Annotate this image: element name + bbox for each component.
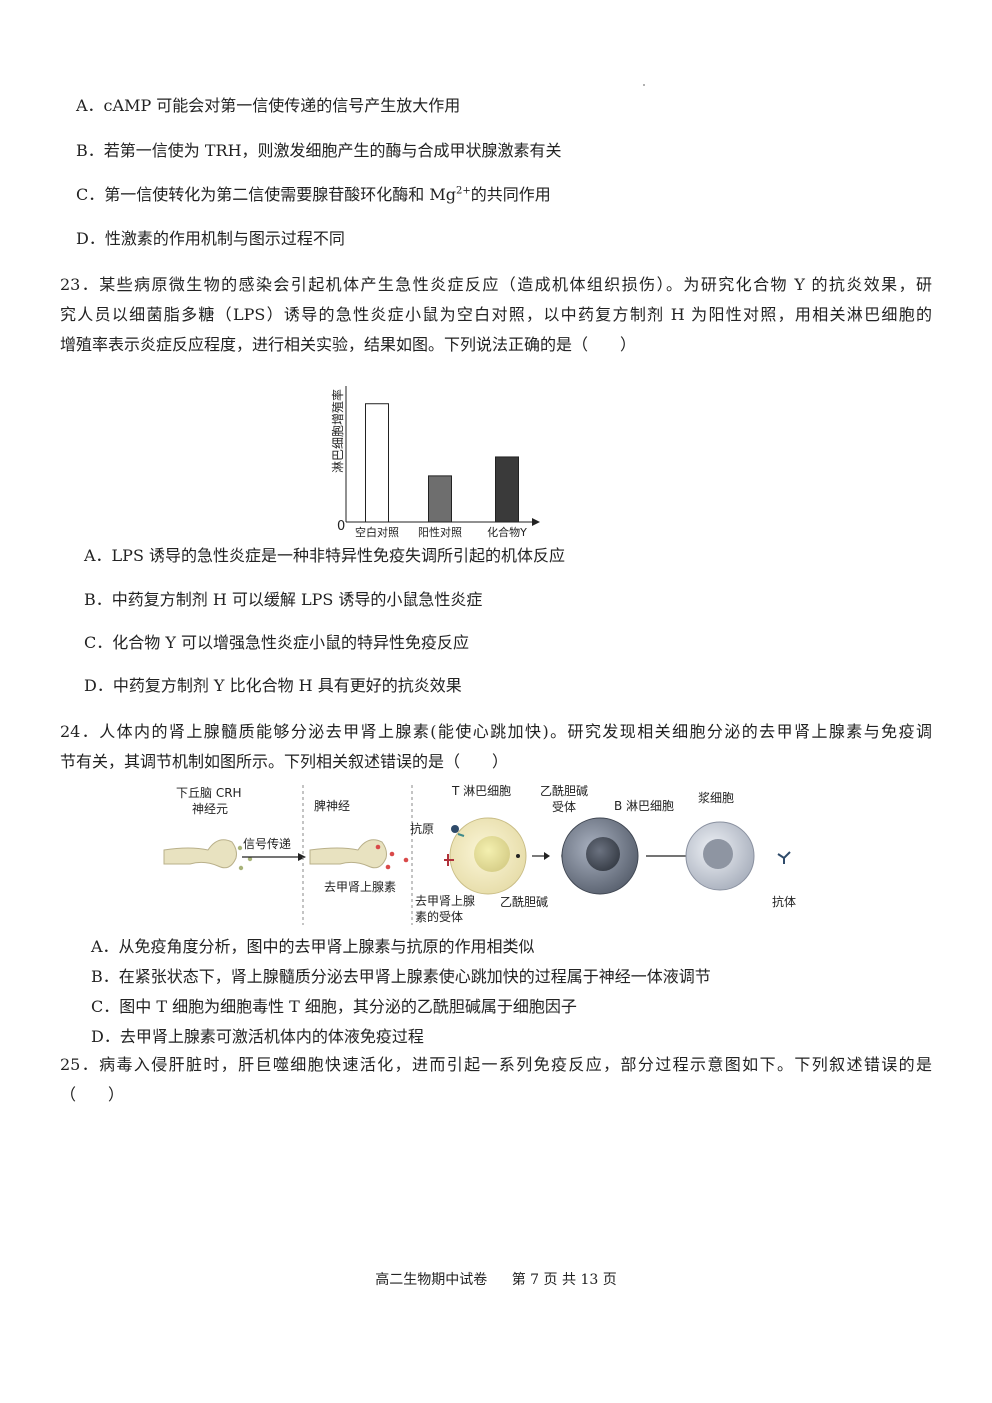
q22-option-d: D．性激素的作用机制与图示过程不同 <box>76 229 345 248</box>
q22-option-c-text-end: 的共同作用 <box>470 185 551 204</box>
page-number: 第 7 页 共 13 页 <box>511 1272 617 1288</box>
ach-receptor-label-2: 受体 <box>552 800 576 814</box>
acetylcholine-label: 乙酰胆碱 <box>500 895 548 909</box>
crh-neuron-axon <box>163 839 237 869</box>
exam-title: 高二生物期中试卷 <box>375 1272 488 1288</box>
crh-neuron-label-1: 下丘脑 CRH <box>176 786 242 800</box>
x-axis-arrow <box>532 518 540 526</box>
x-tick-label: 空白对照 <box>355 525 399 539</box>
b-cell-nucleus <box>586 837 620 871</box>
vesicle <box>238 865 244 871</box>
q23-stem-line2: 究人员以细菌脂多糖（LPS）诱导的急性炎症小鼠为空白对照，以中药复方制剂 H 为… <box>60 305 932 324</box>
chart-y-label: 淋巴细胞增殖率 <box>330 389 345 473</box>
ne-receptor-label-1: 去甲肾上腺 <box>415 894 475 908</box>
chart-origin-label: 0 <box>337 519 345 534</box>
vesicle <box>237 845 243 851</box>
q24-stem-line1: 24．人体内的肾上腺髓质能够分泌去甲肾上腺素(能使心跳加快)。研究发现相关细胞分… <box>60 722 932 741</box>
spleen-nerve-axon <box>309 839 387 869</box>
q24-option-a: A．从免疫角度分析，图中的去甲肾上腺素与抗原的作用相类似 <box>91 937 535 956</box>
b-cell-label: B 淋巴细胞 <box>614 799 674 813</box>
norepinephrine-molecule <box>403 857 409 863</box>
antigen-icon <box>451 825 459 833</box>
crh-neuron-label-2: 神经元 <box>192 802 228 816</box>
x-tick-label: 阳性对照 <box>418 525 462 539</box>
bar-3 <box>495 456 519 523</box>
q24-stem-line2: 节有关，其调节机制如图所示。下列相关叙述错误的是（ ） <box>60 752 509 771</box>
q22-option-c-superscript: 2+ <box>455 185 471 197</box>
q23-option-b: B．中药复方制剂 H 可以缓解 LPS 诱导的小鼠急性炎症 <box>84 590 483 609</box>
ach-receptor-label-1: 乙酰胆碱 <box>540 784 588 798</box>
q24-option-b: B．在紧张状态下，肾上腺髓质分泌去甲肾上腺素使心跳加快的过程属于神经一体液调节 <box>91 967 711 986</box>
immune-regulation-diagram: 下丘脑 CRH 神经元 信号传递 脾神经 去甲肾上腺素 T 淋巴细胞 抗原 去甲… <box>163 784 796 925</box>
q23-stem-line1: 23．某些病原微生物的感染会引起机体产生急性炎症反应（造成机体组织损伤）。为研究… <box>60 275 932 294</box>
q25-stem-line1: 25．病毒入侵肝脏时，肝巨噬细胞快速活化，进而引起一系列免疫反应，部分过程示意图… <box>60 1055 932 1074</box>
norepinephrine-molecule <box>389 851 395 857</box>
antibody-icon <box>777 851 791 864</box>
bar-2 <box>428 475 452 523</box>
norepinephrine-molecule <box>385 864 391 870</box>
q22-option-c-text: C．第一信使转化为第二信使需要腺苷酸环化酶和 Mg <box>76 185 456 204</box>
norepinephrine-label: 去甲肾上腺素 <box>324 880 396 894</box>
q23-option-c: C．化合物 Y 可以增强急性炎症小鼠的特异性免疫反应 <box>84 633 469 652</box>
q22-option-b: B．若第一信使为 TRH，则激发细胞产生的酶与合成甲状腺激素有关 <box>76 141 562 160</box>
plasma-cell-label: 浆细胞 <box>698 790 734 805</box>
arrow-head <box>298 853 306 861</box>
signal-transmission-label: 信号传递 <box>243 836 291 851</box>
spleen-nerve-label: 脾神经 <box>314 798 350 813</box>
vesicle <box>247 856 253 862</box>
t-cell-nucleus <box>474 836 510 872</box>
q24-option-d: D．去甲肾上腺素可激活机体内的体液免疫过程 <box>91 1027 424 1046</box>
arrow-head <box>544 852 550 860</box>
plasma-cell-nucleus <box>703 839 733 869</box>
q25-stem-line2: （ ） <box>60 1085 125 1104</box>
q23-stem-line3: 增殖率表示炎症反应程度，进行相关实验，结果如图。下列说法正确的是（ ） <box>60 335 637 354</box>
t-cell-label: T 淋巴细胞 <box>451 784 511 798</box>
q22-option-a: A．cAMP 可能会对第一信使传递的信号产生放大作用 <box>76 96 461 115</box>
antigen-label: 抗原 <box>410 821 434 836</box>
page-footer: 高二生物期中试卷 第 7 页 共 13 页 <box>0 1269 992 1289</box>
q24-option-c: C．图中 T 细胞为细胞毒性 T 细胞，其分泌的乙酰胆碱属于细胞因子 <box>91 997 577 1016</box>
q23-option-a: A．LPS 诱导的急性炎症是一种非特异性免疫失调所引起的机体反应 <box>84 546 565 565</box>
q23-option-d: D．中药复方制剂 Y 比化合物 H 具有更好的抗炎效果 <box>84 676 462 695</box>
stray-dot <box>643 84 645 86</box>
ne-receptor-icon <box>444 854 454 866</box>
bar-1 <box>365 403 389 523</box>
receptor-icon <box>457 833 465 837</box>
q22-option-c: C．第一信使转化为第二信使需要腺苷酸环化酶和 Mg2+的共同作用 <box>76 185 551 205</box>
norepinephrine-molecule <box>375 844 381 850</box>
ne-receptor-label-2: 素的受体 <box>415 909 463 924</box>
acetylcholine-dot <box>516 854 520 858</box>
antibody-label: 抗体 <box>772 894 796 909</box>
bar-chart: 淋巴细胞增殖率 0 空白对照 阳性对照 化合物Y <box>330 386 540 539</box>
x-tick-label: 化合物Y <box>487 525 527 539</box>
